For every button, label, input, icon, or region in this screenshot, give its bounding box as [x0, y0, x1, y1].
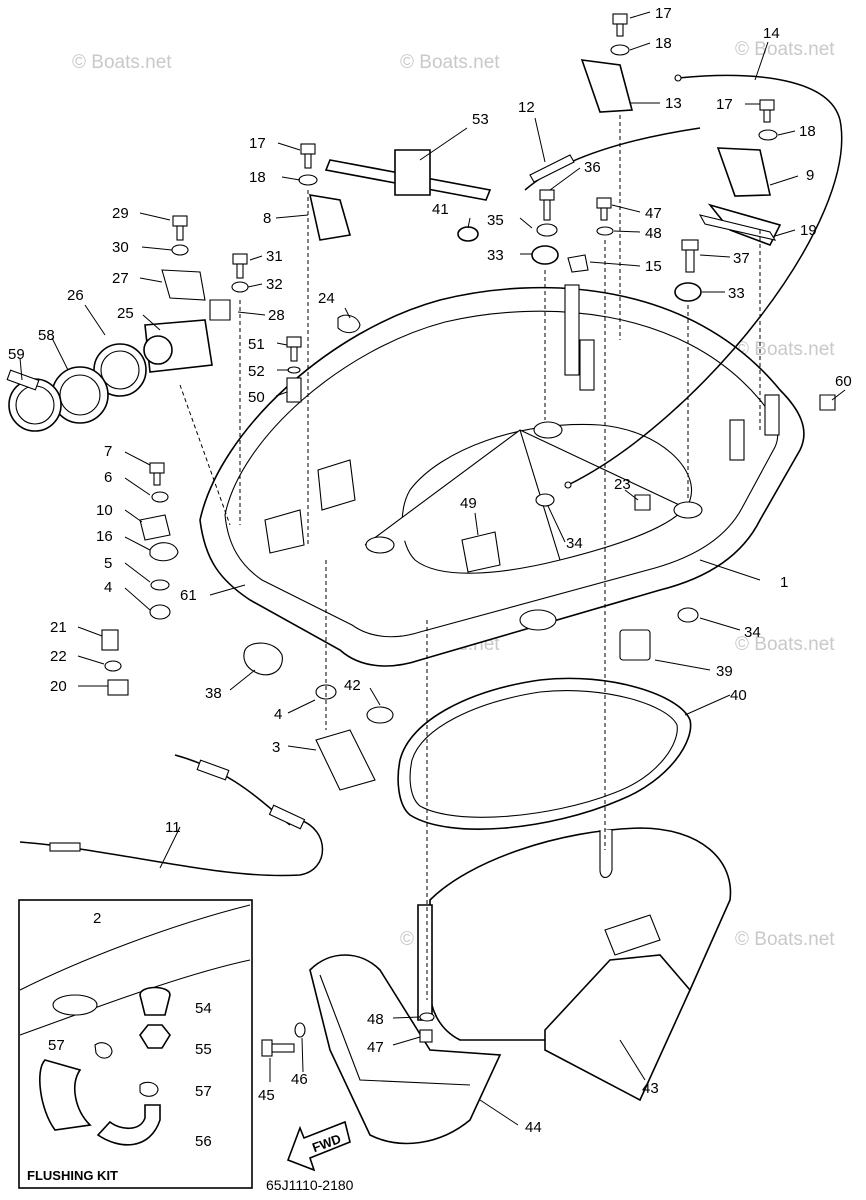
callout-30: 30	[112, 239, 129, 256]
callout-50: 50	[248, 389, 265, 406]
fwd-arrow: FWD	[286, 1120, 351, 1172]
flushing-kit-box: FLUSHING KIT	[18, 899, 253, 1189]
small-parts	[6, 13, 836, 1057]
callout-18: 18	[655, 35, 672, 52]
alignment-lines	[152, 115, 761, 1000]
diagram-code: 65J1110-2180	[266, 1177, 354, 1193]
callout-14: 14	[763, 25, 780, 42]
callout-34: 34	[744, 624, 761, 641]
callout-28: 28	[268, 307, 285, 324]
callout-22: 22	[50, 648, 67, 665]
callout-43: 43	[642, 1080, 659, 1097]
callout-48: 48	[645, 225, 662, 242]
callout-47: 47	[645, 205, 662, 222]
callout-21: 21	[50, 619, 67, 636]
callout-36: 36	[584, 159, 601, 176]
callout-45: 45	[258, 1087, 275, 1104]
callout-2: 2	[93, 910, 101, 927]
callout-56: 56	[195, 1133, 212, 1150]
callout-25: 25	[117, 305, 134, 322]
callout-18: 18	[799, 123, 816, 140]
callout-57: 57	[195, 1083, 212, 1100]
callout-7: 7	[104, 443, 112, 460]
callout-61: 61	[180, 587, 197, 604]
callout-37: 37	[733, 250, 750, 267]
callout-3: 3	[272, 739, 280, 756]
watermark: © Boats.net	[735, 634, 835, 655]
callout-6: 6	[104, 469, 112, 486]
cover-44	[309, 904, 502, 1145]
cover-43	[429, 827, 732, 1102]
callout-17: 17	[249, 135, 266, 152]
watermark: © Boats.net	[735, 929, 835, 950]
callout-48: 48	[367, 1011, 384, 1028]
watermark: © Boats.net	[735, 339, 835, 360]
bottom-cowling	[199, 284, 805, 667]
callout-57: 57	[48, 1037, 65, 1054]
callout-5: 5	[104, 555, 112, 572]
watermark: © Boats.net	[72, 52, 172, 73]
callout-60: 60	[835, 373, 852, 390]
callout-29: 29	[112, 205, 129, 222]
watermark: © Boats.net	[735, 39, 835, 60]
callout-54: 54	[195, 1000, 212, 1017]
callout-59: 59	[8, 346, 25, 363]
callout-27: 27	[112, 270, 129, 287]
callout-35: 35	[487, 212, 504, 229]
callout-44: 44	[525, 1119, 542, 1136]
callout-11: 11	[165, 819, 181, 836]
callout-46: 46	[291, 1071, 308, 1088]
callout-24: 24	[318, 290, 335, 307]
callout-15: 15	[645, 258, 662, 275]
callout-20: 20	[50, 678, 67, 695]
watermark: © Boats.net	[400, 52, 500, 73]
callout-17: 17	[655, 5, 672, 22]
callout-8: 8	[263, 210, 271, 227]
callout-49: 49	[460, 495, 477, 512]
callout-40: 40	[730, 687, 747, 704]
callout-16: 16	[96, 528, 113, 545]
callout-32: 32	[266, 276, 283, 293]
callout-9: 9	[806, 167, 814, 184]
callout-51: 51	[248, 336, 265, 353]
callout-58: 58	[38, 327, 55, 344]
callout-34: 34	[566, 535, 583, 552]
callout-4: 4	[104, 579, 112, 596]
callout-18: 18	[249, 169, 266, 186]
callout-33: 33	[487, 247, 504, 264]
callout-55: 55	[195, 1041, 212, 1058]
callout-numbers: 1 2 3 4 4 5 6 7 8 9 10 11 12 13 14 15 16…	[8, 5, 852, 1150]
callout-53: 53	[472, 111, 489, 128]
callout-42: 42	[344, 677, 361, 694]
callout-52: 52	[248, 363, 265, 380]
callout-26: 26	[67, 287, 84, 304]
callout-38: 38	[205, 685, 222, 702]
callout-13: 13	[665, 95, 682, 112]
callout-17: 17	[716, 96, 733, 113]
callout-12: 12	[518, 99, 535, 116]
callout-1: 1	[780, 574, 788, 591]
seal-ring	[397, 677, 692, 830]
callout-23: 23	[614, 476, 631, 493]
callout-47: 47	[367, 1039, 384, 1056]
flushing-kit-title: FLUSHING KIT	[27, 1168, 118, 1183]
cables	[19, 74, 843, 877]
callout-4: 4	[274, 706, 282, 723]
leader-lines	[19, 11, 846, 1126]
callout-10: 10	[96, 502, 113, 519]
callout-31: 31	[266, 248, 283, 265]
callout-19: 19	[800, 222, 817, 239]
callout-41: 41	[432, 201, 449, 218]
callout-39: 39	[716, 663, 733, 680]
callout-33: 33	[728, 285, 745, 302]
